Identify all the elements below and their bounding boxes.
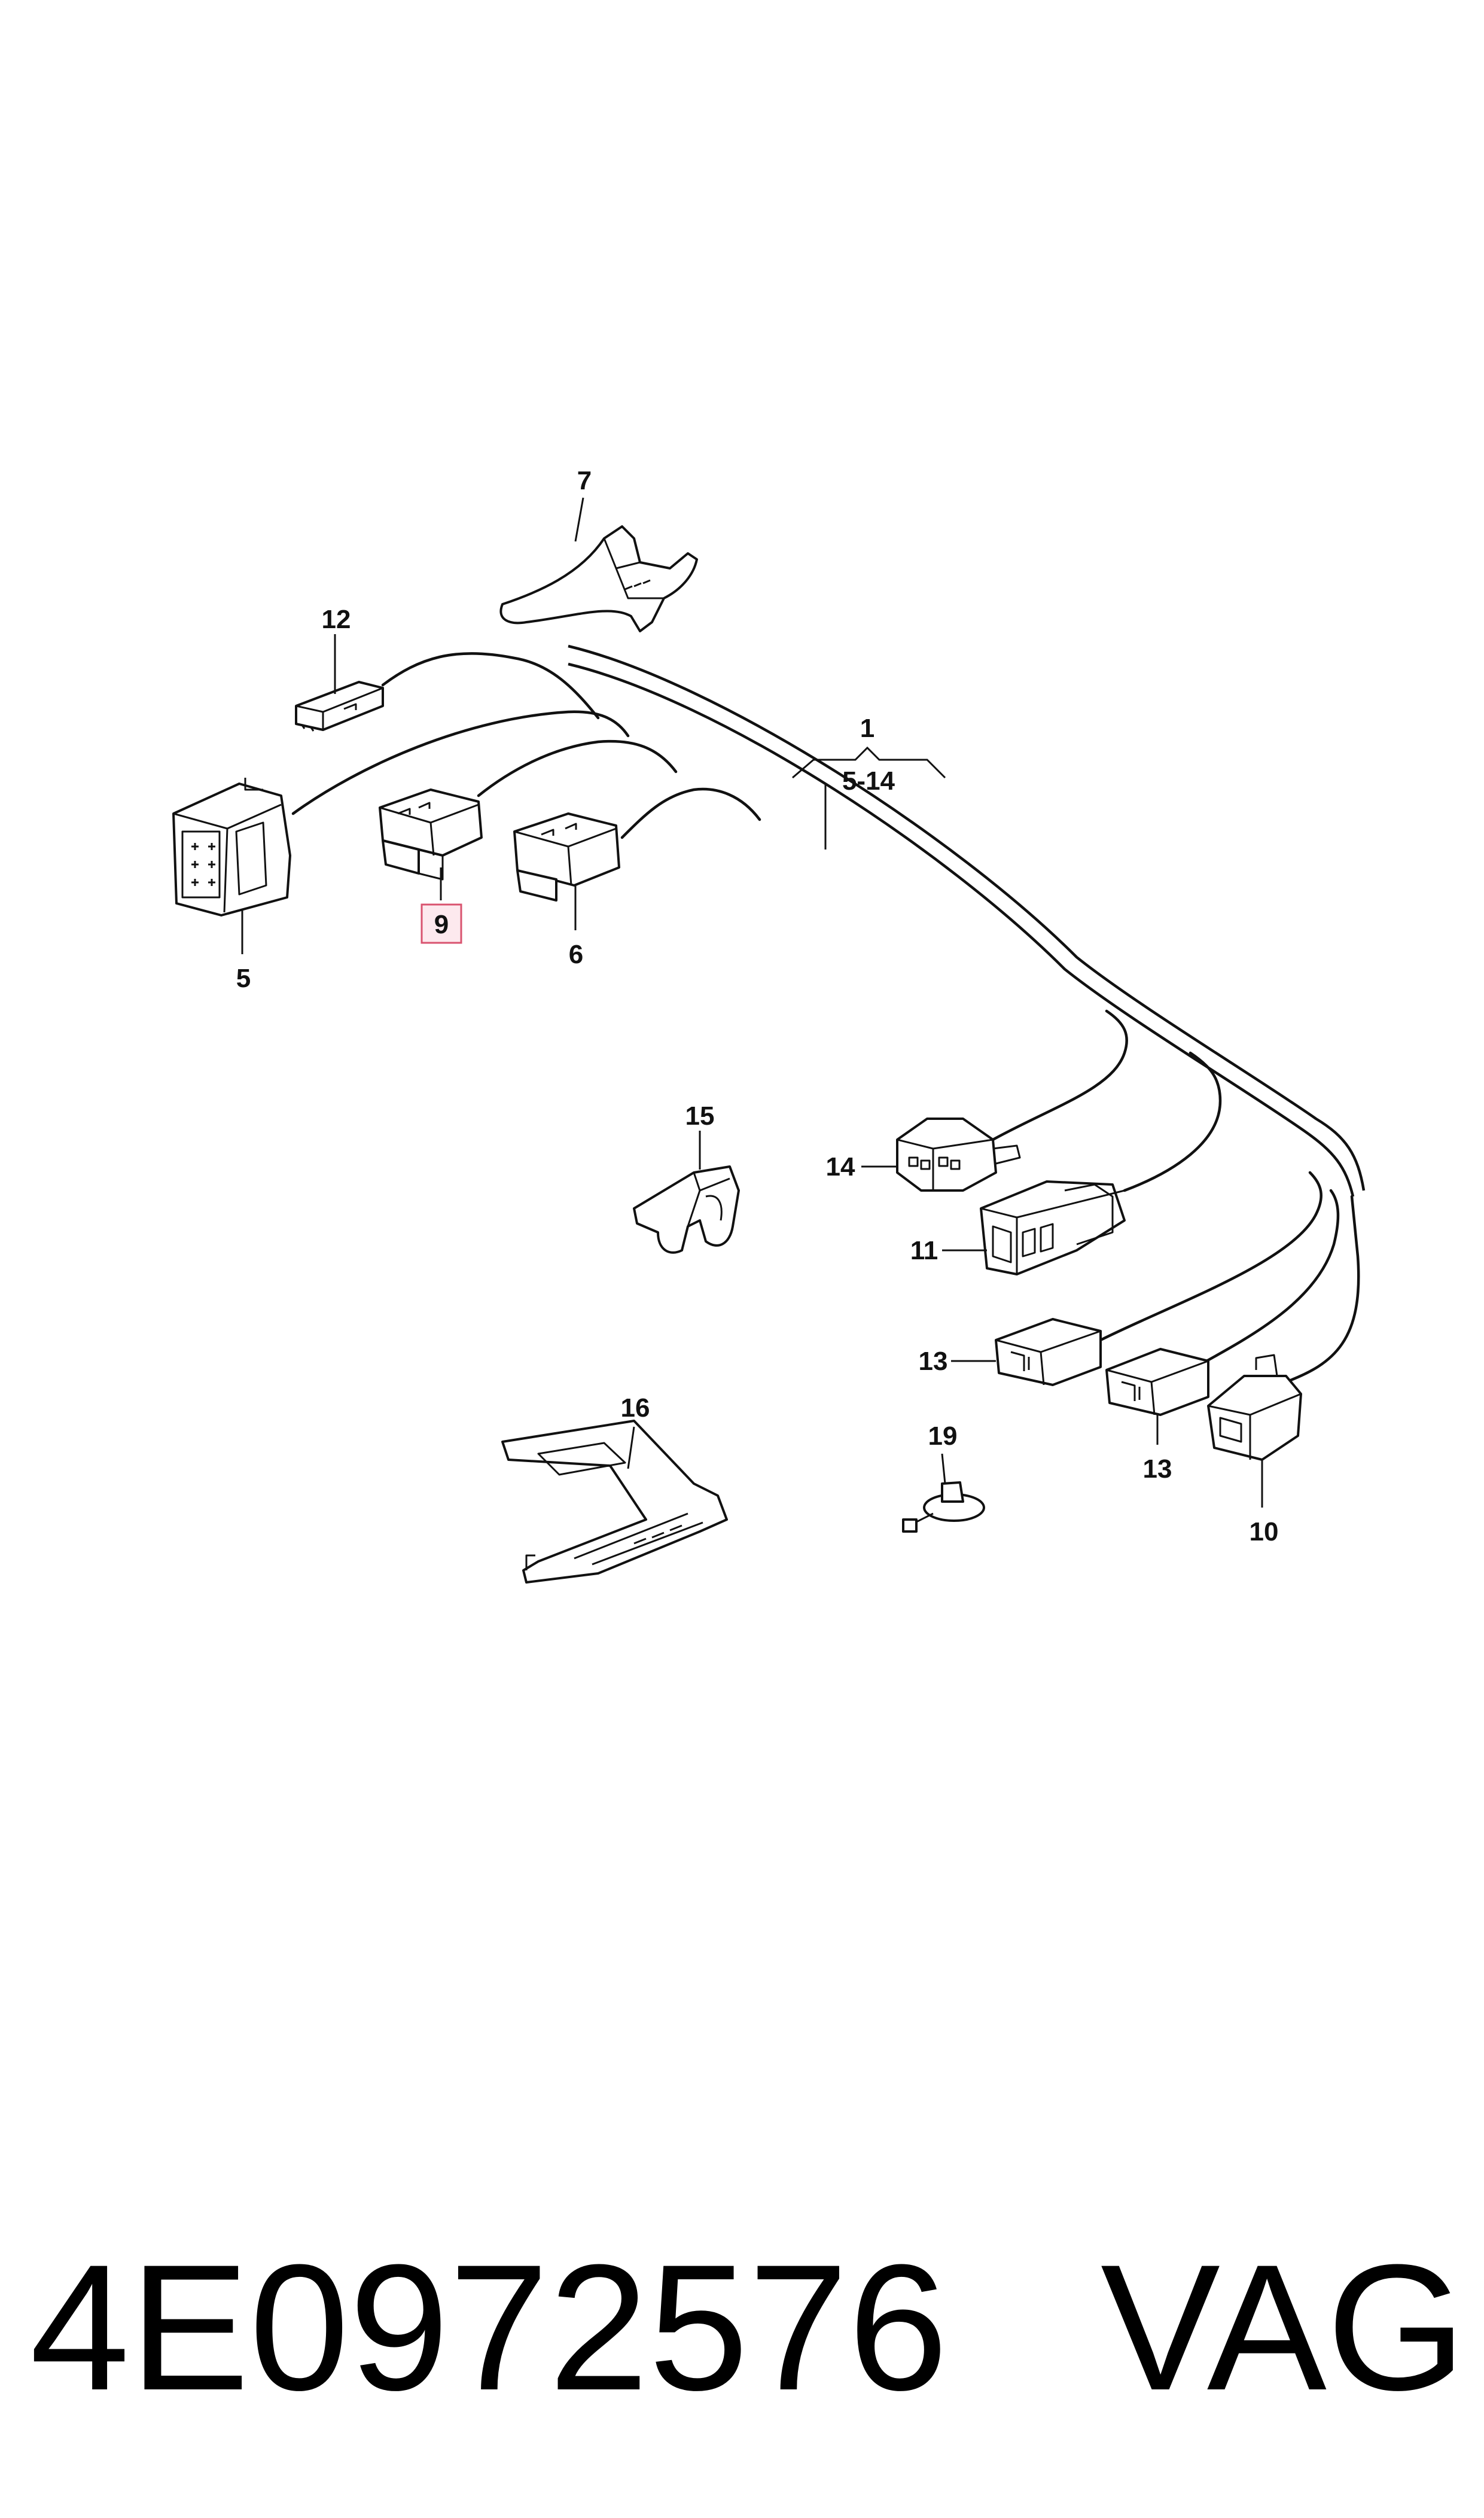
connector-6 [513,812,620,902]
connector-10 [1207,1354,1302,1461]
wire-to-connector-11 [1123,1051,1222,1192]
leader-lines [241,497,1263,1508]
callout-19: 19 [928,1421,958,1451]
part-number: 4E0972576 [30,2227,948,2428]
connector-12 [295,681,384,732]
footer-caption: 4E0972576 VAG [30,2202,1467,2453]
callout-1-range: 5-14 [842,766,895,796]
callout-13b: 13 [1143,1454,1172,1484]
callout-9: 9 [434,910,449,939]
brand-name: VAG [1101,2227,1467,2428]
connector-9 [379,788,483,881]
callout-11: 11 [910,1236,938,1265]
callout-13a: 13 [919,1347,948,1376]
bracket-16 [501,1420,728,1584]
connector-5 [172,778,291,917]
bulb-holder-19 [902,1481,985,1533]
callout-12: 12 [322,605,351,634]
wire-to-connector-14 [991,1009,1128,1141]
callout-14: 14 [826,1152,855,1182]
connector-14 [896,1118,1021,1192]
callout-5: 5 [236,964,251,993]
wire-to-connector-9 [477,739,678,797]
callout-15: 15 [685,1101,715,1131]
callout-1: 1 [860,714,874,743]
harness-trunk [568,644,1366,1197]
connector-13b [1105,1348,1209,1416]
bracket-7 [499,525,698,632]
clip-15 [633,1165,740,1254]
callout-16: 16 [621,1393,650,1423]
wire-to-connector-6 [620,787,761,839]
callout-6: 6 [569,940,583,969]
connector-11 [980,1180,1126,1275]
callout-7: 7 [577,466,592,495]
wire-to-connector-13b [1189,1189,1340,1372]
wire-to-connector-13a [1099,1171,1323,1342]
wire-to-connector-10 [1284,1195,1360,1384]
callout-10: 10 [1250,1517,1279,1546]
wire-to-connector-12 [381,652,600,720]
highlight-box-9 [420,903,462,944]
callout-1-bracket [792,746,946,850]
connector-13a [995,1318,1102,1386]
wire-to-connector-5 [291,710,630,815]
